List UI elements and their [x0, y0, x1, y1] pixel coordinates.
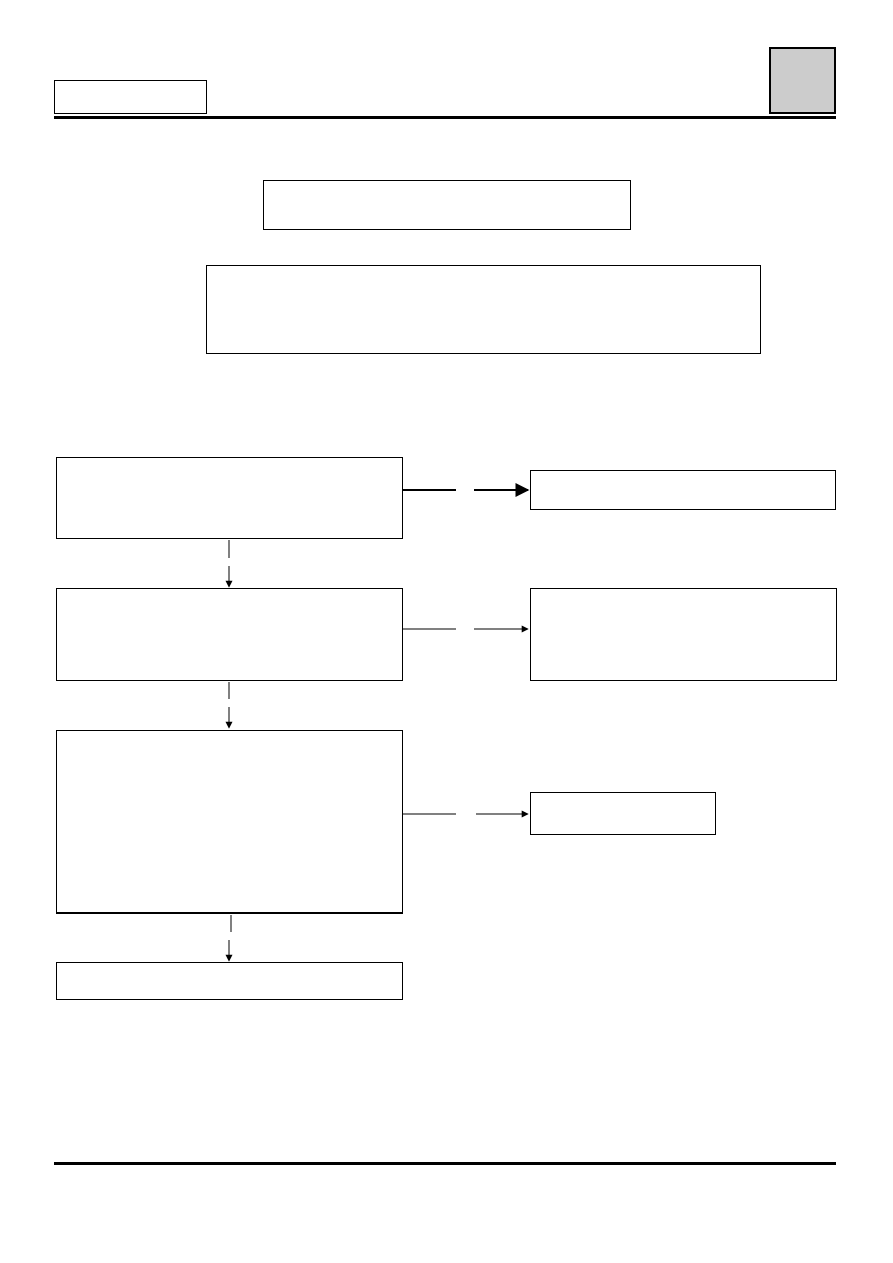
header-rule — [54, 116, 836, 119]
step-box-4 — [56, 962, 403, 1000]
step-box-1 — [56, 457, 403, 539]
outcome-box-2 — [530, 588, 837, 681]
tab-marker — [769, 47, 836, 114]
intro-title-box — [263, 180, 631, 230]
down-arrow-3 — [225, 915, 233, 962]
outcome-box-3 — [530, 792, 716, 835]
footer-rule — [54, 1162, 836, 1165]
step-box-3 — [56, 730, 403, 914]
section-label-box — [54, 80, 207, 114]
step-box-2 — [56, 588, 403, 681]
outcome-box-1 — [530, 470, 836, 510]
intro-description-box — [206, 265, 761, 354]
